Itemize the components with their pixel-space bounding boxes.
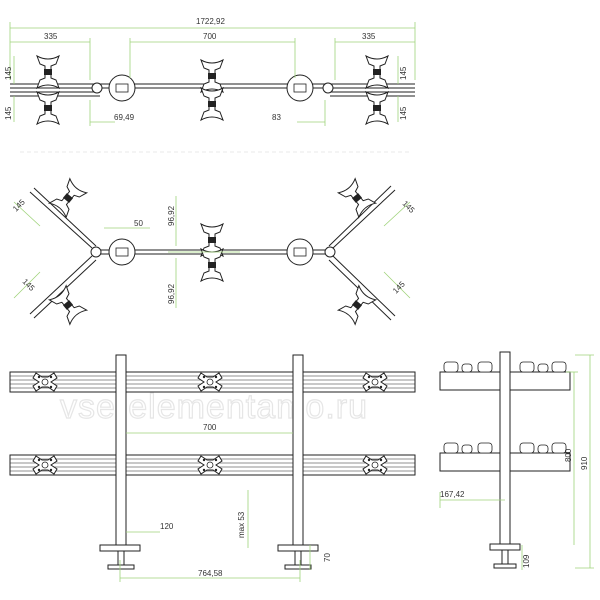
front-center-span-dim: 700 bbox=[203, 423, 217, 432]
front-clamp-gap-dim: 120 bbox=[160, 522, 174, 531]
angled-tl-dim: 145 bbox=[11, 197, 27, 213]
top-left-h-top-dim: 145 bbox=[4, 66, 13, 80]
angled-tr-dim: 145 bbox=[401, 199, 417, 215]
side-foot-dim: 109 bbox=[522, 554, 531, 568]
top-left-offset-dim: 69,49 bbox=[114, 113, 135, 122]
top-overall-dim: 1722,92 bbox=[196, 17, 225, 26]
top-left-h-bottom-dim: 145 bbox=[4, 106, 13, 120]
angled-view: 145 145 145 145 50 96,92 96,92 bbox=[11, 178, 417, 325]
front-foot-height-dim: 70 bbox=[323, 553, 332, 562]
side-upper-dim: 800 bbox=[564, 448, 573, 462]
top-right-h-bottom-dim: 145 bbox=[399, 106, 408, 120]
top-right-offset-dim: 83 bbox=[272, 113, 281, 122]
top-left-span-dim: 335 bbox=[44, 32, 58, 41]
top-right-span-dim: 335 bbox=[362, 32, 376, 41]
front-base-span-dim: 764,58 bbox=[198, 569, 223, 578]
angled-down-dim: 96,92 bbox=[167, 283, 176, 304]
angled-hub-dim: 50 bbox=[134, 219, 143, 228]
angled-bl-dim: 145 bbox=[21, 277, 37, 293]
side-total-dim: 910 bbox=[580, 456, 589, 470]
top-center-span-dim: 700 bbox=[203, 32, 217, 41]
side-view: 910 800 167,42 109 bbox=[439, 351, 594, 570]
angled-up-dim: 96,92 bbox=[167, 205, 176, 226]
top-right-h-top-dim: 145 bbox=[399, 66, 408, 80]
top-view: 1722,92 335 700 335 145 145 145 145 69,4… bbox=[4, 17, 416, 126]
watermark: vse-elementamo.ru bbox=[60, 388, 368, 426]
side-offset-dim: 167,42 bbox=[440, 490, 465, 499]
front-view: 700 120 max 53 70 764,58 bbox=[9, 354, 416, 582]
front-max-height-dim: max 53 bbox=[237, 511, 246, 538]
